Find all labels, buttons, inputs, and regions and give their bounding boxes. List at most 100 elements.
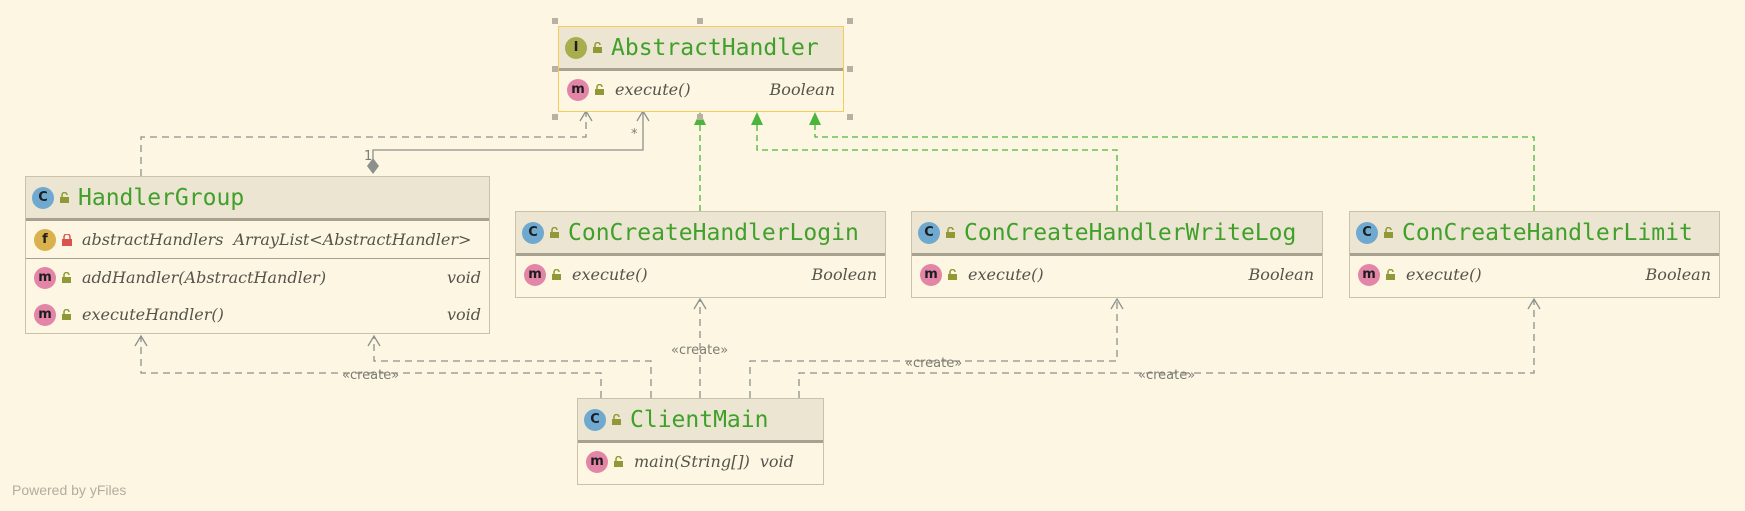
methods-section: m execute() Boolean bbox=[559, 70, 843, 108]
field-name: abstractHandlers bbox=[82, 230, 224, 249]
runnable-class-icon: C bbox=[584, 408, 606, 431]
interface-icon: I bbox=[565, 36, 587, 59]
class-concreate-handler-writelog[interactable]: C ConCreateHandlerWriteLog m execute() B… bbox=[911, 211, 1323, 298]
public-visibility-icon bbox=[548, 226, 562, 240]
method-row[interactable]: m execute() Boolean bbox=[516, 256, 885, 293]
method-return-type: void bbox=[759, 452, 794, 471]
class-concreate-handler-login[interactable]: C ConCreateHandlerLogin m execute() Bool… bbox=[515, 211, 886, 298]
public-visibility-icon bbox=[58, 191, 72, 205]
edge-use-handlergroup bbox=[373, 337, 652, 398]
method-name: executeHandler() bbox=[82, 305, 224, 324]
public-visibility-icon bbox=[610, 413, 624, 427]
edge-create-handlergroup bbox=[140, 337, 602, 398]
edge-handlergroup-dependency bbox=[140, 112, 587, 176]
class-name: HandlerGroup bbox=[78, 184, 245, 211]
private-lock-icon bbox=[60, 233, 74, 247]
create-label-login: «create» bbox=[671, 343, 729, 358]
method-icon: m bbox=[1358, 263, 1380, 286]
method-return-type: Boolean bbox=[769, 80, 835, 99]
method-row[interactable]: m addHandler(AbstractHandler) void bbox=[26, 259, 489, 296]
methods-section: m addHandler(AbstractHandler) void m exe… bbox=[26, 258, 489, 333]
methods-section: m execute() Boolean bbox=[516, 255, 885, 293]
selection-handle[interactable] bbox=[847, 114, 853, 120]
selection-handle[interactable] bbox=[552, 18, 558, 24]
edge-writelog-realization bbox=[756, 124, 1118, 211]
class-client-main[interactable]: C ClientMain m main(String[]) void bbox=[577, 398, 824, 485]
method-row[interactable]: m execute() Boolean bbox=[912, 256, 1322, 293]
class-header: I AbstractHandler bbox=[559, 27, 843, 70]
public-visibility-icon bbox=[1384, 268, 1398, 282]
class-header: C ConCreateHandlerLogin bbox=[516, 212, 885, 255]
create-label-limit: «create» bbox=[1138, 368, 1196, 383]
method-row[interactable]: m main(String[]) void bbox=[578, 443, 823, 480]
static-method-icon: m bbox=[586, 450, 608, 473]
method-return-type: Boolean bbox=[1645, 265, 1711, 284]
class-name: ConCreateHandlerLogin bbox=[568, 219, 859, 246]
class-name: ClientMain bbox=[630, 406, 769, 433]
class-icon: C bbox=[1356, 221, 1378, 244]
methods-section: m execute() Boolean bbox=[1350, 255, 1719, 293]
class-header: C ConCreateHandlerWriteLog bbox=[912, 212, 1322, 255]
class-icon: C bbox=[918, 221, 940, 244]
class-header: C ClientMain bbox=[578, 399, 823, 442]
multiplicity-many-label: * bbox=[631, 127, 638, 142]
create-label-writelog: «create» bbox=[905, 356, 963, 371]
method-icon: m bbox=[524, 263, 546, 286]
public-visibility-icon bbox=[60, 271, 74, 285]
field-icon: f bbox=[34, 228, 56, 251]
public-visibility-icon bbox=[1382, 226, 1396, 240]
public-visibility-icon bbox=[550, 268, 564, 282]
powered-by-footer: Powered by yFiles bbox=[12, 482, 127, 498]
method-return-type: Boolean bbox=[811, 265, 877, 284]
class-handler-group[interactable]: C HandlerGroup f abstractHandlers ArrayL… bbox=[25, 176, 490, 334]
selection-handle[interactable] bbox=[697, 114, 703, 120]
method-return-type: void bbox=[446, 305, 481, 324]
selection-handle[interactable] bbox=[552, 114, 558, 120]
edge-create-writelog bbox=[749, 300, 1118, 398]
field-row[interactable]: f abstractHandlers ArrayList<AbstractHan… bbox=[26, 221, 489, 258]
selection-handle[interactable] bbox=[847, 66, 853, 72]
method-name: execute() bbox=[968, 265, 1044, 284]
method-icon: m bbox=[920, 263, 942, 286]
class-name: ConCreateHandlerWriteLog bbox=[964, 219, 1297, 246]
public-visibility-icon bbox=[593, 83, 607, 97]
class-header: C HandlerGroup bbox=[26, 177, 489, 220]
class-abstract-handler[interactable]: I AbstractHandler m execute() Boolean bbox=[558, 26, 844, 112]
method-name: addHandler(AbstractHandler) bbox=[82, 268, 327, 287]
multiplicity-one-label: 1 bbox=[364, 149, 373, 164]
method-icon: m bbox=[34, 303, 56, 326]
selection-handle[interactable] bbox=[847, 18, 853, 24]
class-concreate-handler-limit[interactable]: C ConCreateHandlerLimit m execute() Bool… bbox=[1349, 211, 1720, 298]
edge-aggregation bbox=[372, 112, 644, 164]
field-type: ArrayList<AbstractHandler> bbox=[233, 230, 472, 249]
class-header: C ConCreateHandlerLimit bbox=[1350, 212, 1719, 255]
methods-section: m execute() Boolean bbox=[912, 255, 1322, 293]
method-name: execute() bbox=[1406, 265, 1482, 284]
method-return-type: Boolean bbox=[1248, 265, 1314, 284]
aggregation-diamond bbox=[367, 158, 379, 174]
public-visibility-icon bbox=[591, 41, 605, 55]
class-name: AbstractHandler bbox=[611, 34, 819, 61]
method-return-type: void bbox=[446, 268, 481, 287]
method-row[interactable]: m execute() Boolean bbox=[559, 71, 843, 108]
selection-handle[interactable] bbox=[697, 18, 703, 24]
edge-limit-realization bbox=[814, 124, 1535, 211]
method-name: main(String[]) bbox=[634, 452, 750, 471]
method-row[interactable]: m executeHandler() void bbox=[26, 296, 489, 333]
method-icon: m bbox=[567, 78, 589, 101]
public-visibility-icon bbox=[946, 268, 960, 282]
methods-section: m main(String[]) void bbox=[578, 442, 823, 480]
selection-handle[interactable] bbox=[552, 66, 558, 72]
method-name: execute() bbox=[615, 80, 691, 99]
edge-create-limit bbox=[798, 300, 1535, 398]
public-visibility-icon bbox=[612, 455, 626, 469]
class-icon: C bbox=[32, 186, 54, 209]
class-name: ConCreateHandlerLimit bbox=[1402, 219, 1693, 246]
public-visibility-icon bbox=[60, 308, 74, 322]
fields-section: f abstractHandlers ArrayList<AbstractHan… bbox=[26, 220, 489, 258]
method-row[interactable]: m execute() Boolean bbox=[1350, 256, 1719, 293]
class-icon: C bbox=[522, 221, 544, 244]
method-icon: m bbox=[34, 266, 56, 289]
create-label-handlergroup: «create» bbox=[342, 368, 400, 383]
